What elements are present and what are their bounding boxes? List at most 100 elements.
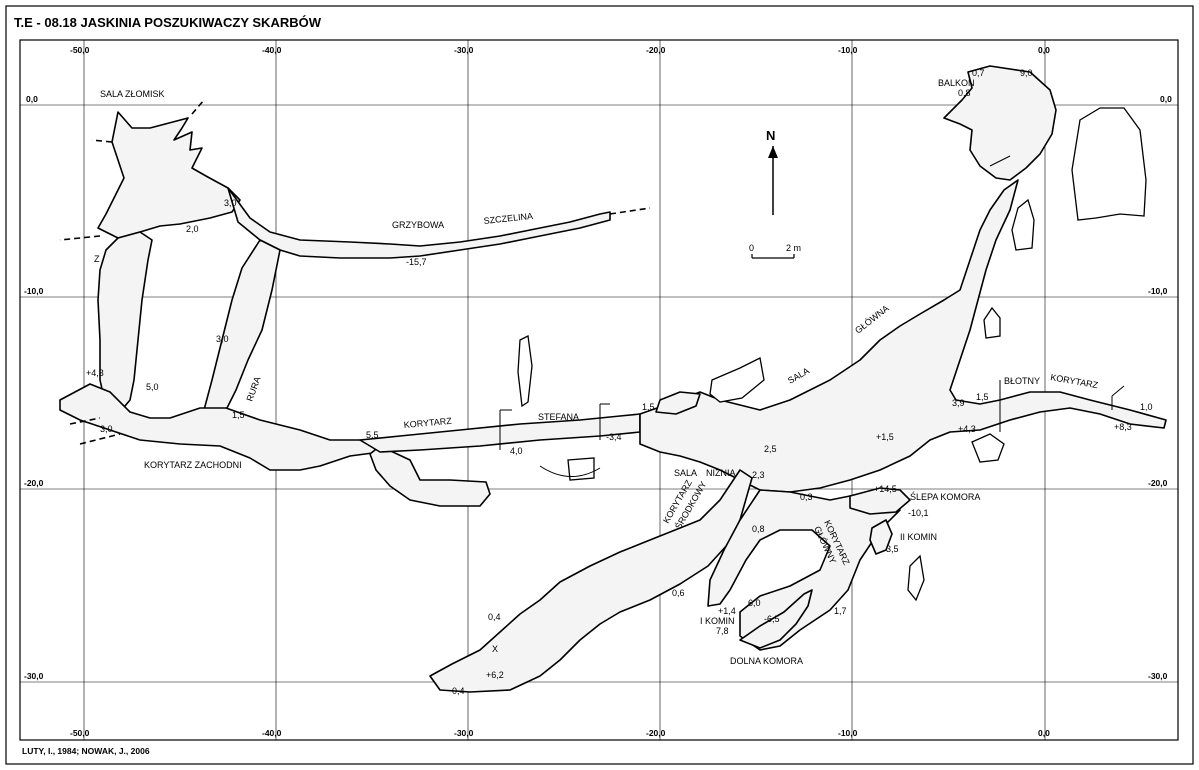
measure-4-3e: +4,3 bbox=[958, 424, 976, 434]
measure-0-6: 0,6 bbox=[672, 588, 685, 598]
measurements: 0,7 9,0 0,8 3,0 2,0 -15,7 3,0 +4,3 5,0 3… bbox=[86, 68, 1153, 696]
korytarz-srodkowy-outline bbox=[429, 469, 753, 693]
label-ii-komin: II KOMIN bbox=[900, 532, 937, 542]
scale-length: 2 m bbox=[786, 243, 801, 253]
label-grzybowa: GRZYBOWA bbox=[392, 220, 444, 230]
measure-3-5: 3,5 bbox=[886, 544, 899, 554]
label-stefana: STEFANA bbox=[538, 412, 579, 422]
place-names: SALA ZŁOMISK GRZYBOWA SZCZELINA RURA KOR… bbox=[94, 78, 1099, 666]
x-label-bottom-m40: -40,0 bbox=[262, 728, 282, 738]
label-sala-zlomisk: SALA ZŁOMISK bbox=[100, 89, 165, 99]
section-korytarz-s bbox=[907, 554, 925, 602]
measure-0-7: 0,7 bbox=[972, 68, 985, 78]
measure-2-3: 2,3 bbox=[752, 470, 765, 480]
west-vertical-passage-outline bbox=[97, 231, 153, 413]
label-i-komin: I KOMIN bbox=[700, 616, 735, 626]
y-label-left-m20: -20,0 bbox=[24, 478, 44, 488]
measure-4-3w: +4,3 bbox=[86, 368, 104, 378]
north-sump-outline bbox=[655, 391, 701, 415]
measure-0-3: 0,3 bbox=[800, 492, 813, 502]
x-label-top-m10: -10,0 bbox=[838, 45, 858, 55]
label-korytarz-east: KORYTARZ bbox=[1050, 372, 1100, 390]
sala-glowna-outline bbox=[639, 179, 1167, 493]
y-label-right-m30: -30,0 bbox=[1148, 671, 1168, 681]
korytarz-zachodni-outline bbox=[369, 445, 491, 507]
y-label-right-m10: -10,0 bbox=[1148, 286, 1168, 296]
measure-1-5c: +1,5 bbox=[876, 432, 894, 442]
y-label-left-m10: -10,0 bbox=[24, 286, 44, 296]
y-label-right-0: 0,0 bbox=[1160, 94, 1172, 104]
measure-0-4a: 0,4 bbox=[488, 612, 501, 622]
coordinate-grid bbox=[20, 40, 1178, 740]
measure-8-3: +8,3 bbox=[1114, 422, 1132, 432]
x-label-top-m30: -30,0 bbox=[454, 45, 474, 55]
section-sala-nizna bbox=[567, 457, 595, 481]
section-blotny bbox=[971, 433, 1005, 463]
label-sala-glowna-2: GŁÓWNA bbox=[853, 303, 891, 336]
north-label: N bbox=[766, 128, 775, 143]
measure-3-0a: 3,0 bbox=[224, 198, 237, 208]
label-korytarz-zachodni: KORYTARZ ZACHODNI bbox=[144, 460, 242, 470]
section-east-large bbox=[1071, 107, 1147, 221]
scale-bar: 0 2 m bbox=[749, 243, 801, 259]
x-label-top-m40: -40,0 bbox=[262, 45, 282, 55]
x-label-bottom-m50: -50,0 bbox=[70, 728, 90, 738]
measure-1-7: 1,7 bbox=[834, 606, 847, 616]
measure-0-4b: 0,4 bbox=[452, 686, 465, 696]
measure-15-7: -15,7 bbox=[406, 257, 427, 267]
x-label-top-m20: -20,0 bbox=[646, 45, 666, 55]
dolna-komora-outline bbox=[739, 589, 813, 649]
north-arrow: N bbox=[766, 128, 778, 215]
label-korytarz: KORYTARZ bbox=[403, 416, 452, 430]
label-szczelina: SZCZELINA bbox=[483, 211, 533, 226]
x-label-bottom-0: 0,0 bbox=[1038, 728, 1050, 738]
section-stefana-b bbox=[709, 357, 765, 403]
section-markers bbox=[499, 155, 1125, 477]
section-east-tiny bbox=[983, 306, 1001, 339]
grzybowa-passage-outline bbox=[227, 187, 611, 259]
label-sala-nizna-1: SALA bbox=[674, 468, 697, 478]
section-east-small bbox=[1011, 198, 1035, 251]
label-blotny: BŁOTNY bbox=[1004, 376, 1040, 386]
measure-1-5b: 1,5 bbox=[642, 402, 655, 412]
rura-passage-outline bbox=[203, 239, 281, 411]
label-z: Z bbox=[94, 254, 100, 264]
measure-3-0c: 3,0 bbox=[100, 424, 113, 434]
x-label-top-m50: -50,0 bbox=[70, 45, 90, 55]
measure-5-5: 5,5 bbox=[366, 430, 379, 440]
measure-3-4: -3,4 bbox=[606, 432, 622, 442]
label-balkon: BALKON bbox=[938, 78, 975, 88]
label-slepa-komora: ŚLEPA KOMORA bbox=[910, 491, 980, 502]
measure-0-8b: 0,8 bbox=[752, 524, 765, 534]
ii-komin-outline bbox=[869, 519, 893, 555]
map-frame bbox=[5, 5, 1194, 765]
measure-1-4: +1,4 bbox=[718, 606, 736, 616]
y-label-right-m20: -20,0 bbox=[1148, 478, 1168, 488]
y-label-left-0: 0,0 bbox=[26, 94, 38, 104]
measure-4-0: 4,0 bbox=[510, 446, 523, 456]
slepa-komora-outline bbox=[849, 487, 911, 515]
map-title: T.E - 08.18 JASKINIA POSZUKIWACZY SKARBÓ… bbox=[14, 15, 322, 30]
x-label-bottom-m20: -20,0 bbox=[646, 728, 666, 738]
measure-7-8: 7,8 bbox=[716, 626, 729, 636]
label-sala-glowna-1: SALA bbox=[786, 366, 811, 386]
measure-6-0: 6,0 bbox=[748, 598, 761, 608]
label-sala-nizna-2: NIZNIA bbox=[706, 468, 736, 478]
measure-0-8a: 0,8 bbox=[958, 88, 971, 98]
map-inner-frame bbox=[19, 39, 1179, 741]
measure-1-5a: 1,5 bbox=[232, 410, 245, 420]
measure-3-0b: 3,0 bbox=[216, 334, 229, 344]
label-rura: RURA bbox=[244, 375, 262, 402]
x-label-top-0: 0,0 bbox=[1038, 45, 1050, 55]
measure-9-0: 9,0 bbox=[1020, 68, 1033, 78]
measure-2-0: 2,0 bbox=[186, 224, 199, 234]
label-dolna-komora: DOLNA KOMORA bbox=[730, 656, 803, 666]
sala-zlomisk-outline bbox=[97, 111, 241, 239]
measure-3-9: 3,9 bbox=[952, 398, 965, 408]
scale-zero: 0 bbox=[749, 243, 754, 253]
measure-5-0: 5,0 bbox=[146, 382, 159, 392]
y-label-left-m30: -30,0 bbox=[24, 671, 44, 681]
x-label-bottom-m30: -30,0 bbox=[454, 728, 474, 738]
map-authors: LUTY, I., 1984; NOWAK, J., 2006 bbox=[22, 746, 150, 756]
measure-2-5: 2,5 bbox=[764, 444, 777, 454]
